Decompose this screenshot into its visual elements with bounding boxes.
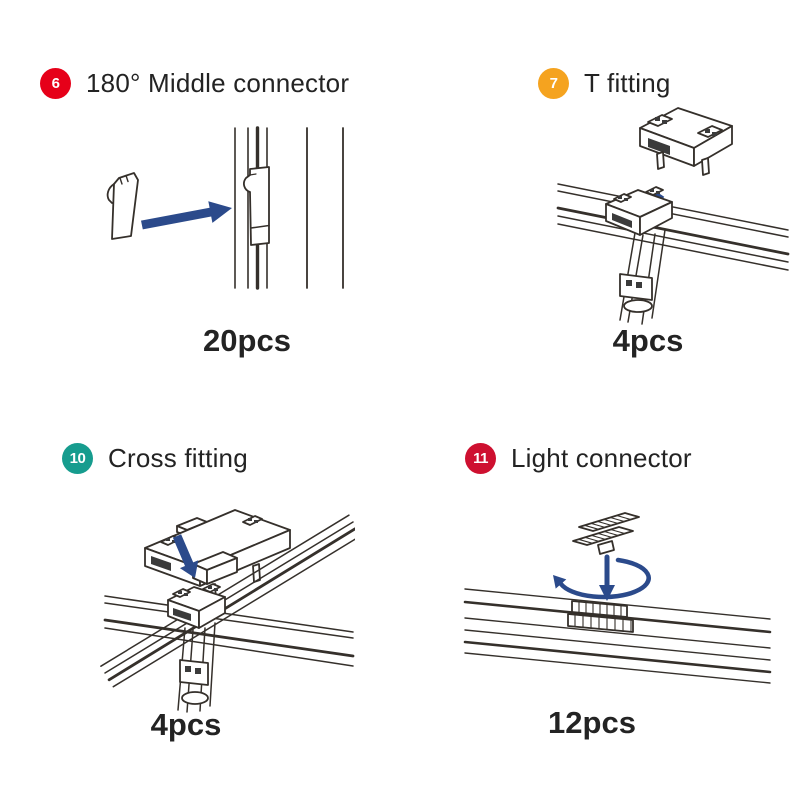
light-rails [463,588,772,684]
light-connector-piece [572,512,640,555]
step-badge: 10 [62,442,93,474]
middle-connector-illustration [106,126,344,290]
piece-count: 20pcs [203,323,291,358]
arrow-down-icon [172,534,199,578]
piece-count: 12pcs [548,705,636,740]
section-title: Light connector [511,442,692,473]
step-badge: 11 [465,442,496,474]
piece-count: 4pcs [612,323,684,358]
section-title: T fitting [584,67,671,98]
section-header-t-fitting: 7 T fitting [538,67,671,99]
section-title: Cross fitting [108,442,248,473]
crossing-rails [100,514,355,688]
step-badge: 6 [40,67,71,99]
light-connector-illustration [463,512,772,684]
t-fitting-piece [639,107,733,176]
t-fitting-illustration [556,107,790,325]
light-connector-installed [567,600,634,633]
t-fitting-installed [605,186,673,236]
cross-fitting-illustration [100,509,355,713]
section-header-cross-fitting: 10 Cross fitting [62,442,248,474]
vertical-post [177,622,216,713]
step-badge: 7 [538,67,569,99]
rotate-arrow-icon [553,554,651,601]
horizontal-rails [556,183,790,271]
connector-installed [243,166,270,246]
cross-fitting-installed [167,583,226,629]
vertical-post [619,229,666,325]
section-title: 180° Middle connector [86,67,350,98]
section-header-middle-connector: 6 180° Middle connector [40,67,349,99]
section-header-light-connector: 11 Light connector [465,442,692,474]
piece-count: 4pcs [150,707,222,742]
connector-piece [106,172,139,240]
arrow-right-icon [141,201,232,230]
